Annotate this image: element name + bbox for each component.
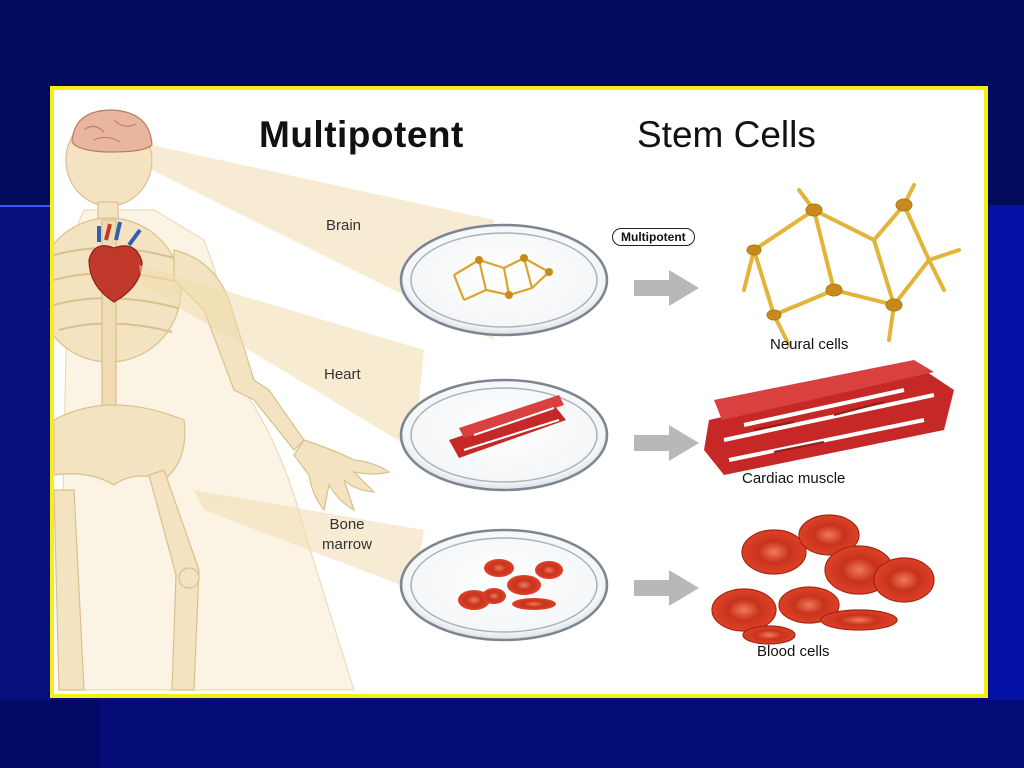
marrow-beam [194, 490, 424, 590]
left-leg-bones [54, 489, 85, 691]
diagram-canvas [54, 109, 961, 691]
source-label-heart: Heart [324, 366, 361, 383]
background-band-bottom-left [0, 700, 100, 768]
right-hand-bones [293, 439, 391, 512]
source-label-marrow: Bone marrow [321, 516, 372, 553]
pelvis [54, 404, 186, 486]
knee-joint [178, 567, 200, 589]
dish-cardiac-cells [449, 395, 566, 458]
heart-beam [139, 265, 424, 450]
title-strong: Multipotent [259, 114, 464, 155]
title-light: Stem Cells [637, 114, 816, 155]
brain-shape [71, 109, 153, 153]
result-label-neural: Neural cells [770, 336, 849, 353]
multipotent-badge: Multipotent [612, 228, 695, 246]
result-label-cardiac: Cardiac muscle [742, 470, 846, 487]
dish-neural-cells [452, 254, 553, 302]
blood-cells-illustration [711, 514, 935, 645]
result-label-blood: Blood cells [757, 643, 830, 660]
cardiac-muscle-illustration [704, 360, 954, 475]
slide-frame: Multipotent Stem Cells Multipotent Brain… [50, 86, 988, 698]
right-leg-bones [148, 469, 200, 691]
heart-shape [88, 245, 143, 303]
source-label-brain: Brain [326, 217, 362, 234]
petri-dish-marrow [399, 528, 609, 642]
arrow-blood [634, 570, 699, 606]
dish-blood-cells [458, 559, 563, 610]
background-band-right [990, 205, 1024, 768]
neural-cells-illustration [742, 183, 961, 347]
background-band-bottom [0, 700, 1024, 768]
skeleton-figure [54, 109, 391, 691]
arrow-neural [634, 270, 699, 306]
arrow-cardiac [634, 425, 699, 461]
background-accent-line [0, 205, 50, 207]
petri-dish-brain [399, 223, 609, 337]
